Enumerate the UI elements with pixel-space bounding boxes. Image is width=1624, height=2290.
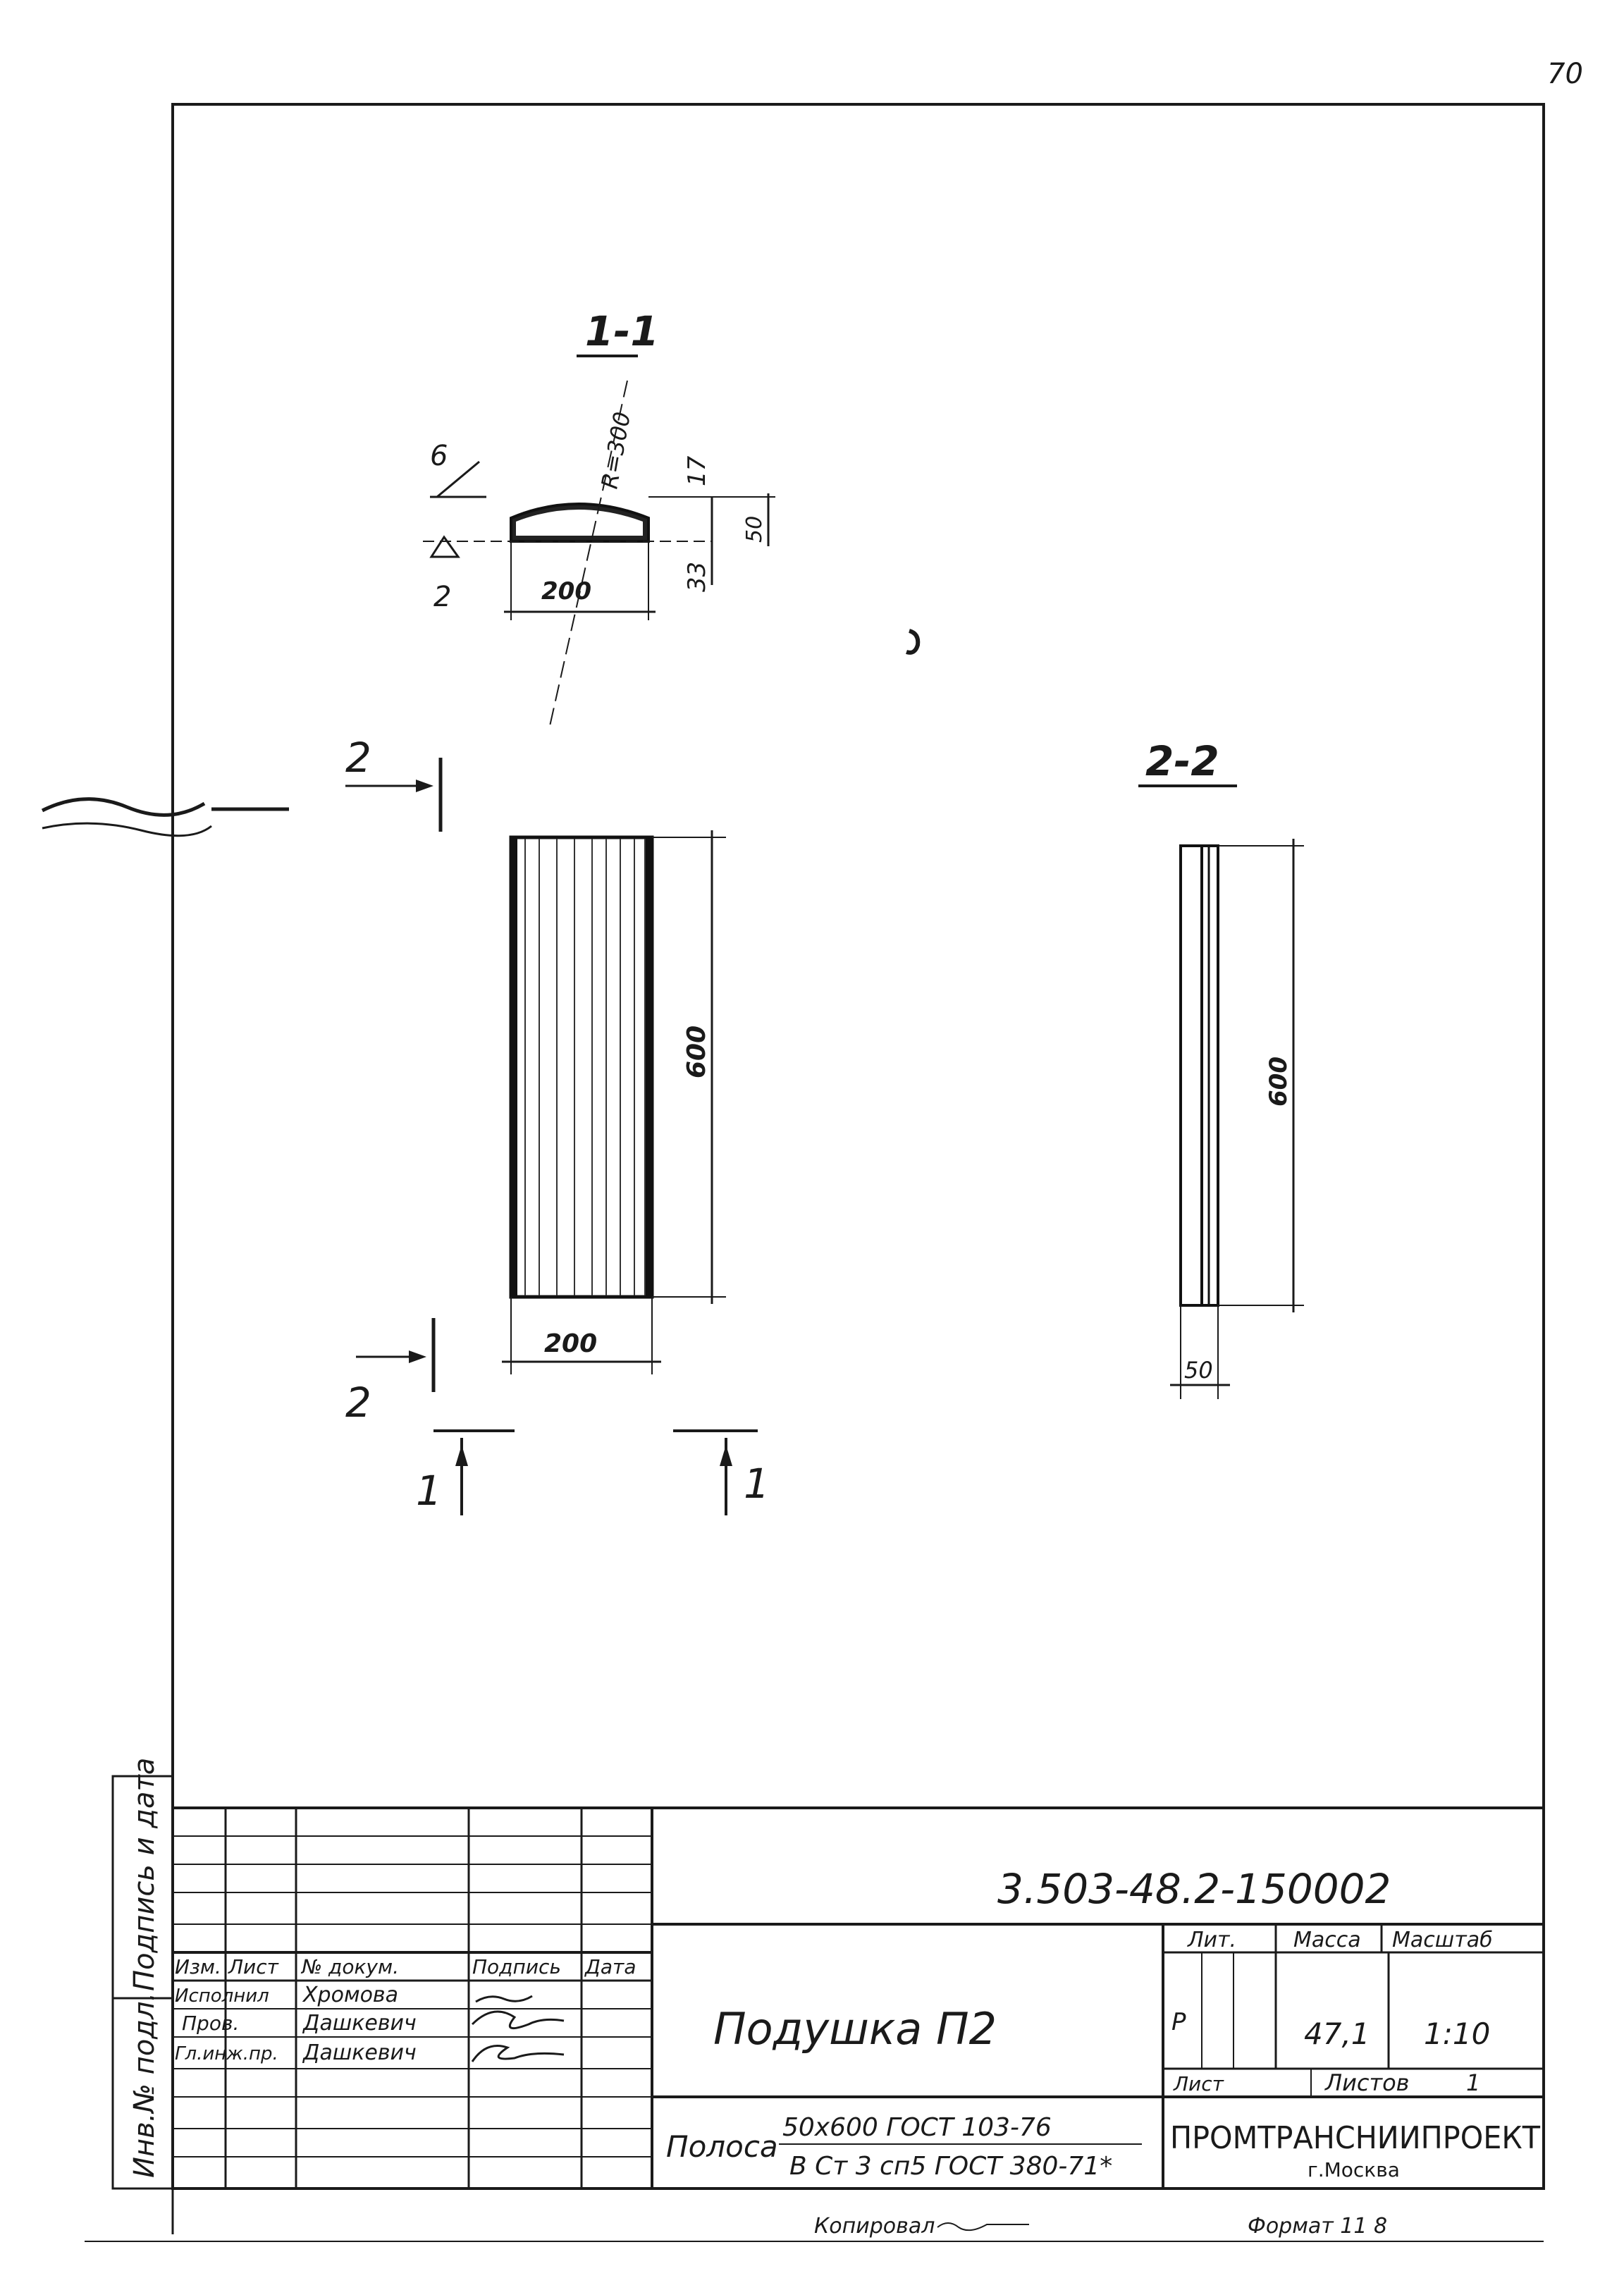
weld-label-top: 6 [430,440,448,472]
tb-role-executor: Исполнил [175,1986,269,2007]
section-marker-2-top: 2 [345,734,371,782]
copier-signature [937,2222,1029,2231]
tb-name-checker: Дашкевич [302,2011,417,2036]
material-line-1: 50х600 ГОСТ 103-76 [782,2113,1052,2142]
section-2-2-title: 2-2 [1145,737,1219,785]
arrow-icon [455,1445,468,1466]
sheets-value: 1 [1466,2069,1480,2096]
org-city: г.Москва [1308,2158,1400,2181]
dim-width-200-plan: 200 [544,1329,597,1358]
dim-radius-300: R=300 [596,410,636,491]
scale-label: Масштаб [1392,1928,1493,1952]
tb-header-izm: Изм. [175,1955,221,1978]
weld-label-bottom: 2 [433,581,451,613]
sheets-label: Листов [1324,2069,1410,2096]
sheet-number: 70 [1547,58,1583,90]
material-label: Полоса [666,2129,778,2164]
tb-role-checker: Пров. [182,2012,239,2035]
tb-header-doc: № докум. [300,1955,399,1978]
weld-triangle-icon [429,535,460,558]
tb-header-date: Дата [584,1955,636,1978]
plan-view: 2 2 600 200 1 [345,734,770,1515]
stamp-sign-label: Подпись и дата [128,1758,161,1991]
arrow-icon [416,780,433,792]
dim-17: 17 [683,455,711,486]
section-2-2: 2-2 600 50 [1138,737,1304,1399]
tb-name-executor: Хромова [302,1983,398,2007]
sheet-label: Лист [1173,2072,1224,2095]
cushion-plate [509,835,654,1299]
tb-header-list: Лист [228,1955,279,1978]
material-line-2: В Ст 3 сп5 ГОСТ 380-71* [789,2152,1112,2181]
dim-33: 33 [683,562,711,592]
doc-code: 3.503-48.2-150002 [997,1865,1391,1913]
tb-header-sign: Подпись [472,1955,561,1978]
org-name: ПРОМТРАНСНИИПРОЕКТ [1170,2120,1540,2156]
lit-value: Р [1171,2008,1186,2036]
side-stamp: Инв.№ подл. Подпись и дата [111,1758,174,2190]
dim-length-600: 600 [682,1026,711,1078]
arrow-icon [409,1350,426,1363]
fold-mark [41,797,289,837]
signature-marks [471,1995,565,2062]
radius-leader [549,380,628,727]
dim-width-200: 200 [541,577,591,605]
mass-label: Масса [1293,1928,1361,1952]
section-marker-1-right: 1 [744,1460,770,1508]
footer-copied: Копировал [814,2214,935,2239]
scale-value: 1:10 [1424,2017,1490,2051]
arrow-icon [720,1445,732,1466]
lit-label: Лит. [1187,1928,1236,1952]
dim-length-600-side: 600 [1265,1057,1293,1107]
dim-50: 50 [742,516,767,543]
cushion-side-section [1179,844,1219,1307]
footer-format: Формат 11 8 [1248,2214,1387,2239]
section-marker-2-bottom: 2 [345,1379,371,1427]
section-1-1-title: 1-1 [585,307,659,355]
item-name: Подушка П2 [713,2003,997,2055]
stamp-inv-label: Инв.№ подл. [128,1993,161,2178]
tb-name-chief: Дашкевич [302,2040,417,2065]
section-marker-1-left: 1 [416,1467,442,1515]
dim-width-50: 50 [1184,1357,1213,1384]
tb-role-chief: Гл.инж.пр. [175,2043,278,2064]
weld-leader-top [436,460,480,498]
section-1-1: 1-1 R=300 6 2 200 17 33 50 [423,307,775,727]
mass-value: 47,1 [1304,2017,1370,2051]
stray-mark [906,629,921,655]
title-block: Изм. Лист № докум. Подпись Дата Исполнил… [171,1806,1545,2190]
